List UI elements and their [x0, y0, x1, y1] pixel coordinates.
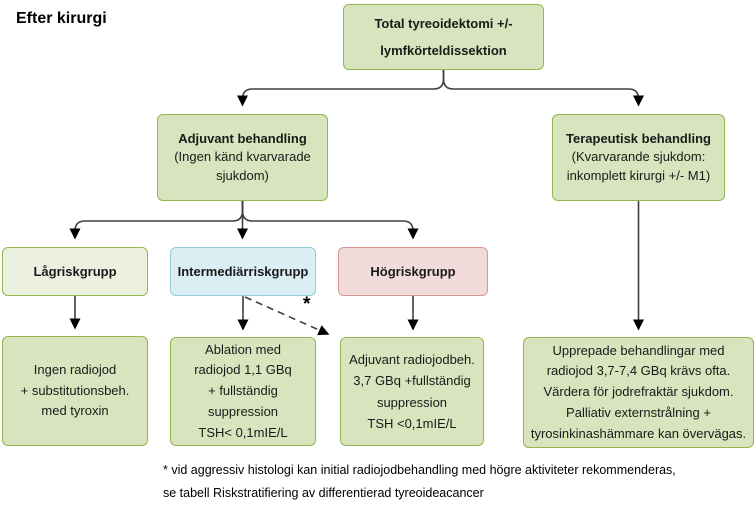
node-upprepade-behandlingar: Upprepade behandlingar med radiojod 3,7-… [523, 337, 754, 448]
node-title: Terapeutisk behandling [566, 130, 711, 146]
node-label: Intermediärriskgrupp [177, 264, 309, 279]
node-text: Adjuvant radiojodbeh. 3,7 GBq +fullständ… [349, 351, 475, 431]
node-intermediarriskgrupp: Intermediärriskgrupp [170, 247, 316, 296]
node-terapeutisk-behandling: Terapeutisk behandling (Kvarvarande sjuk… [552, 114, 725, 201]
node-text: Total tyreoidektomi +/- lymfkörteldissek… [374, 15, 513, 58]
page-title: Efter kirurgi [16, 10, 107, 27]
node-label: Lågriskgrupp [33, 264, 117, 279]
node-total-tyreoidektomi: Total tyreoidektomi +/- lymfkörteldissek… [343, 4, 544, 70]
node-ingen-radiojod: Ingen radiojod + substitutionsbeh. med t… [2, 336, 148, 446]
node-label: Högriskgrupp [370, 264, 456, 279]
footnote: * vid aggressiv histologi kan initial ra… [163, 463, 676, 500]
node-adjuvant-behandling: Adjuvant behandling (Ingen känd kvarvara… [157, 114, 328, 201]
connector-top-to-terapeutisk [442, 70, 644, 107]
node-text: Ablation med radiojod 1,1 GBq + fullstän… [194, 341, 292, 440]
node-adjuvant-radiojodbeh: Adjuvant radiojodbeh. 3,7 GBq +fullständ… [340, 337, 484, 446]
node-hogriskgrupp: Högriskgrupp [338, 247, 488, 296]
node-text: Upprepade behandlingar med radiojod 3,7-… [530, 342, 747, 441]
dashed-arrow-asterisk: * [303, 294, 311, 315]
node-lagriskgrupp: Lågriskgrupp [2, 247, 148, 296]
connector-top-to-adjuvant [237, 70, 445, 107]
node-subtitle: (Kvarvarande sjukdom: inkomplett kirurgi… [566, 149, 711, 184]
node-title: Adjuvant behandling [178, 130, 307, 146]
connector-adjuvant-to-lagrisk [69, 201, 244, 240]
node-text: Ingen radiojod + substitutionsbeh. med t… [20, 361, 130, 419]
connector-dashed-intermediar-to-adjrad [244, 296, 330, 336]
node-subtitle: (Ingen känd kvarvarade sjukdom) [174, 149, 311, 184]
node-ablation-radiojod: Ablation med radiojod 1,1 GBq + fullstän… [170, 337, 316, 446]
connector-adjuvant-to-hogrisk [241, 201, 419, 240]
